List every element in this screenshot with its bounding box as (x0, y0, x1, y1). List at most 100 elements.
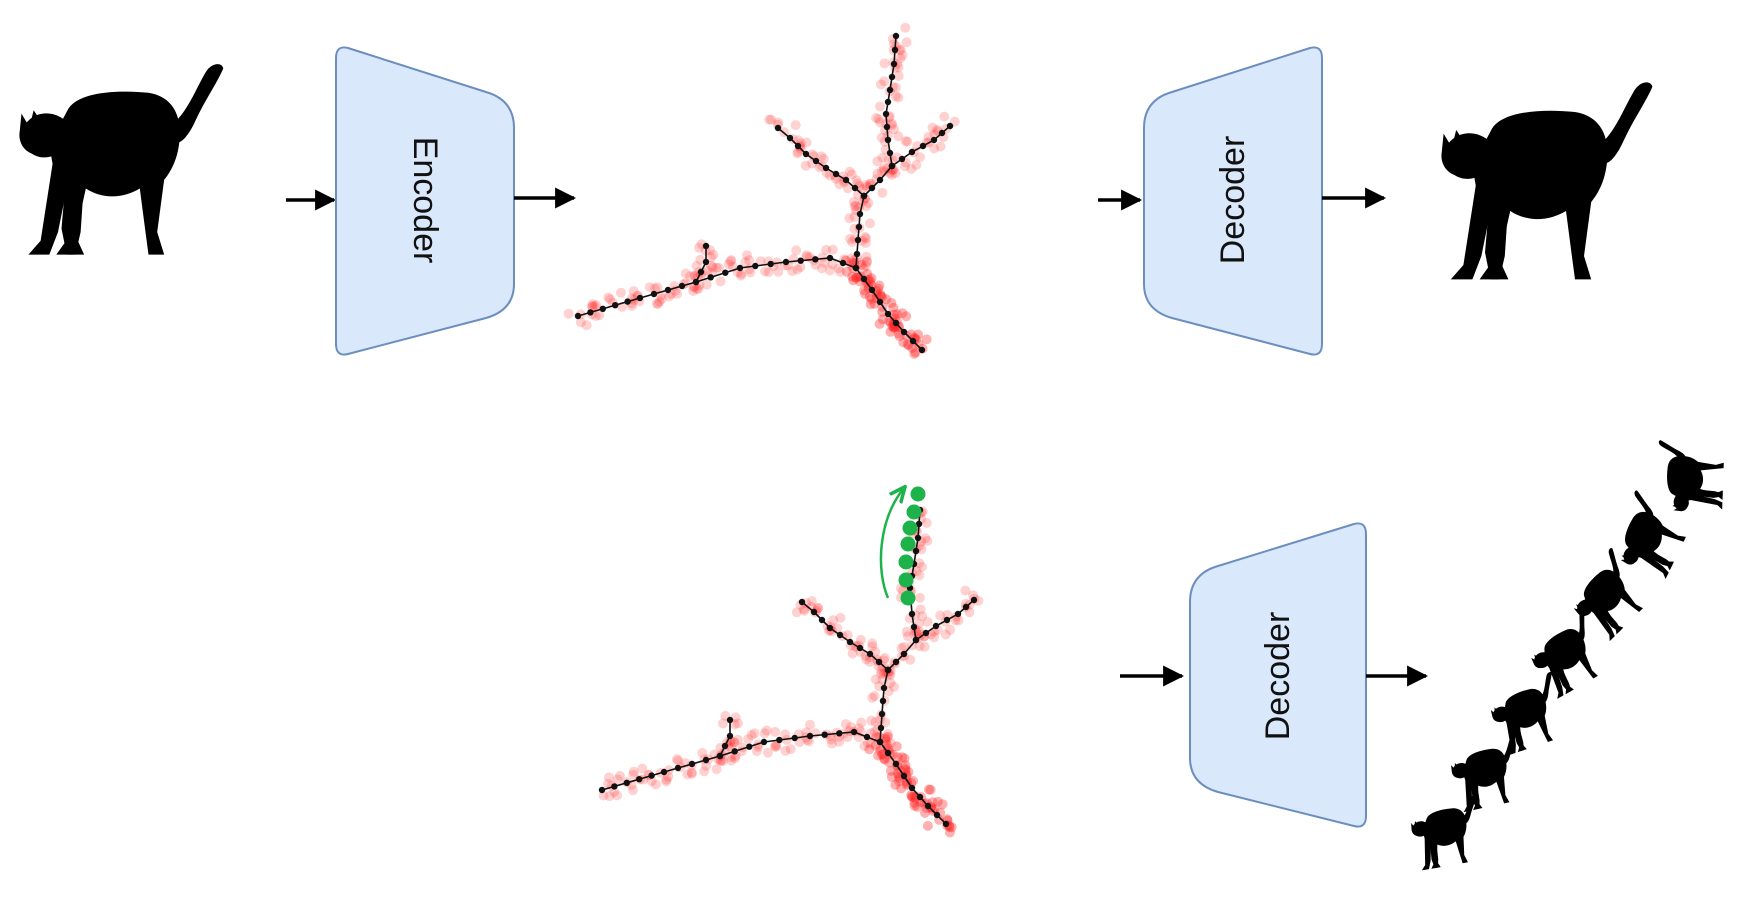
latent-cloud-point (886, 298, 897, 308)
latent-cloud-point (672, 754, 682, 765)
latent-graph-node (877, 724, 885, 732)
latent-cloud-point (859, 285, 870, 296)
latent-graph-node (852, 264, 860, 272)
latent-cloud-point (960, 585, 971, 596)
latent-graph-node (623, 779, 630, 786)
traversal-point (902, 520, 918, 536)
latent-graph-node (892, 32, 900, 40)
latent-cloud-point (921, 334, 932, 345)
bottom-row: Decoder (598, 440, 1725, 871)
latent-cloud-point (875, 101, 885, 112)
latent-cloud-point (693, 284, 704, 294)
latent-graph-node (860, 192, 868, 200)
latent-graph-node (892, 319, 900, 327)
latent-cloud-point (891, 741, 902, 752)
latent-cloud-point (694, 242, 704, 253)
latent-cloud-point (921, 518, 932, 528)
latent-cloud-point (699, 766, 710, 777)
latent-cloud-point (859, 741, 870, 751)
latent-cloud-point (881, 294, 892, 305)
latent-cloud-point (861, 256, 872, 267)
latent-cloud-point (937, 799, 948, 810)
latent-graph-node (611, 783, 618, 790)
latent-cloud-point (844, 166, 855, 177)
latent-graph-node (942, 820, 950, 828)
latent-cloud-point (896, 643, 907, 654)
latent-cloud-point (745, 267, 756, 278)
latent-cloud-point (953, 615, 964, 626)
latent-cloud-point (873, 114, 884, 124)
latent-cloud-point (869, 691, 880, 701)
latent-cloud-point (866, 273, 877, 284)
latent-cloud-point (861, 233, 871, 244)
latent-cloud-point (890, 779, 901, 790)
latent-cloud-point (865, 299, 876, 310)
latent-graph-node (908, 148, 916, 156)
latent-cloud-point (730, 753, 741, 764)
latent-cloud-point (875, 289, 886, 300)
latent-graph-node (882, 110, 890, 118)
latent-graph-nodes-bottom (598, 506, 978, 828)
latent-cloud-point (827, 244, 838, 255)
latent-cloud-point (835, 612, 846, 623)
latent-graph-node (888, 73, 896, 81)
latent-cloud-point (603, 292, 614, 303)
latent-cloud-point (785, 744, 796, 755)
latent-cloud-point (865, 738, 876, 749)
latent-cloud-point (563, 308, 574, 319)
latent-graph-node (746, 743, 753, 750)
latent-cloud-point (726, 755, 737, 766)
latent-graph-node (886, 149, 894, 157)
latent-graph-node (930, 136, 938, 144)
latent-cloud-point (835, 266, 846, 277)
latent-cloud-point (866, 294, 877, 304)
latent-graph-node (850, 728, 858, 736)
latent-graph-node (767, 260, 774, 268)
latent-cloud-point (872, 168, 883, 179)
generated-cat-pose (1656, 440, 1725, 513)
latent-cloud-point (743, 734, 754, 744)
latent-cloud-point (900, 136, 911, 147)
latent-graph-node (884, 98, 892, 106)
latent-cloud-point (882, 731, 893, 742)
latent-cloud-point (842, 630, 853, 641)
latent-graph-node (760, 738, 768, 746)
traversal-point (900, 536, 916, 552)
latent-graph-node (851, 184, 859, 192)
latent-cloud-point (697, 747, 708, 758)
latent-cloud-point (889, 124, 900, 135)
latent-cloud-point (862, 737, 873, 748)
latent-cloud-point (805, 719, 815, 730)
latent-cloud-point (732, 734, 743, 745)
latent-cloud-point (726, 255, 737, 265)
latent-cloud-point (894, 776, 904, 787)
latent-cloud-point (864, 291, 875, 302)
latent-cloud-point (923, 784, 934, 795)
latent-graph-node (599, 305, 606, 312)
latent-cloud-point (899, 753, 910, 764)
latent-cloud-point (846, 253, 857, 264)
latent-graph-node (891, 46, 899, 54)
latent-cloud-point (950, 615, 961, 626)
latent-cloud-point (763, 267, 774, 278)
latent-point-cloud-top (563, 22, 960, 359)
latent-cloud-point (834, 736, 845, 747)
latent-cloud-point (792, 148, 803, 159)
latent-graph-node (574, 312, 582, 320)
latent-graph-node (636, 294, 644, 302)
latent-graph-node (908, 784, 916, 792)
latent-graph-node (853, 250, 861, 258)
latent-cloud-point (919, 641, 930, 652)
latent-cloud-point (927, 122, 938, 133)
latent-cloud-point (901, 311, 912, 322)
latent-cloud-point (932, 796, 943, 807)
latent-graph-node (909, 337, 917, 345)
latent-cloud-point (736, 270, 747, 281)
latent-graph-node (888, 162, 896, 170)
latent-cloud-point (672, 288, 683, 299)
latent-cloud-point (780, 729, 791, 740)
latent-cloud-point (715, 276, 726, 287)
latent-cloud-point (894, 771, 904, 782)
latent-cloud-point (920, 807, 930, 818)
latent-cloud-point (594, 310, 605, 321)
